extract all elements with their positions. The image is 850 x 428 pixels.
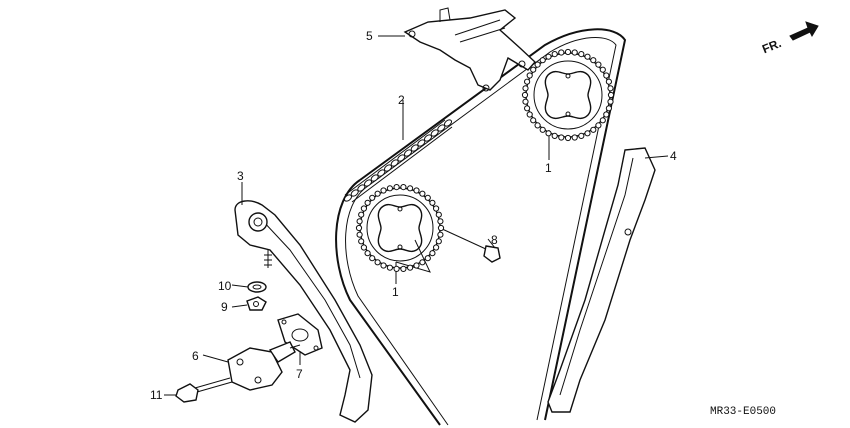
callout-6: 6 (192, 349, 199, 363)
callout-2: 2 (398, 93, 405, 107)
cam-chain (343, 119, 453, 203)
bolt-9 (246, 296, 267, 311)
bolt-11 (175, 377, 233, 403)
callout-4: 4 (670, 149, 677, 163)
callout-5: 5 (366, 29, 373, 43)
tensioner-lifter (227, 341, 301, 391)
callout-11: 11 (150, 388, 163, 402)
direction-label: FR. (760, 36, 783, 56)
callout-10: 10 (218, 279, 232, 293)
camshaft-sprocket-upper (525, 52, 611, 138)
callout-8: 8 (491, 233, 498, 247)
sprocket-teeth-lower (355, 184, 445, 272)
arrow-right-icon (789, 21, 819, 41)
bolt-8 (439, 227, 501, 263)
washer-10 (247, 281, 267, 293)
sprocket-teeth-upper (521, 48, 615, 142)
callout-7: 7 (296, 367, 303, 381)
callout-1-upper: 1 (545, 161, 552, 175)
diagram-code: MR33-E0500 (710, 406, 776, 418)
callout-9: 9 (221, 300, 228, 314)
tensioner-gasket (277, 313, 323, 356)
chain-guide (547, 147, 656, 413)
front-direction-indicator: FR. (760, 21, 819, 56)
cam-chain-loop (335, 28, 627, 426)
chain-link (443, 119, 453, 127)
callout-3: 3 (237, 169, 244, 183)
callout-1-lower: 1 (392, 285, 399, 299)
chain-guide-bracket (403, 7, 536, 92)
leader-lines (164, 35, 669, 396)
